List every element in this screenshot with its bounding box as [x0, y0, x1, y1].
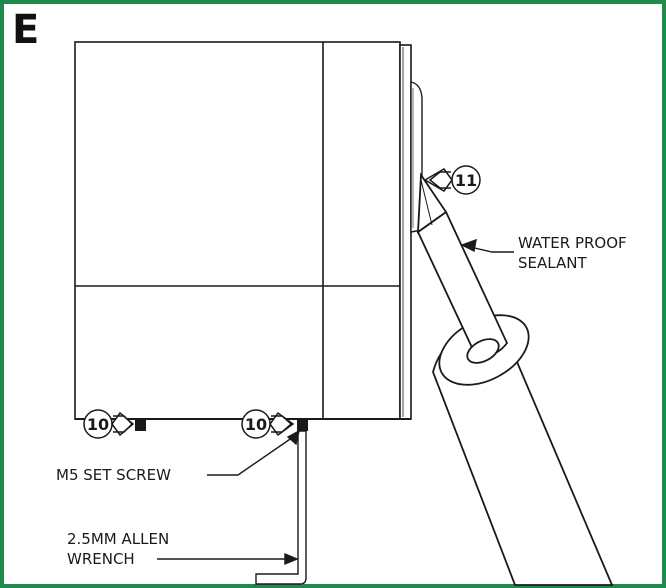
- sealant-label-line1: WATER PROOF: [518, 234, 627, 252]
- cabinet: [74, 41, 412, 420]
- set-screw-leader: [207, 429, 301, 476]
- allen-wrench-label-line1: 2.5MM ALLEN: [67, 530, 170, 548]
- set-screw-right: [297, 419, 308, 431]
- set-screw-label: M5 SET SCREW: [56, 466, 171, 484]
- callout-11: [423, 165, 481, 195]
- allen-wrench-label-line2: WRENCH: [67, 550, 135, 568]
- nozzle-tip: [417, 172, 448, 234]
- side-panel: [399, 44, 412, 420]
- caulk-tube: [416, 172, 614, 586]
- cabinet-outline: [74, 41, 401, 420]
- callout-11-text: 11: [455, 171, 477, 190]
- step-letter: E: [12, 7, 40, 53]
- sealant-label-line2: SEALANT: [518, 254, 587, 272]
- callout-10-right: [241, 409, 295, 439]
- allen-wrench-leader: [157, 552, 299, 566]
- callout-10-left-text: 10: [87, 415, 109, 434]
- sealant-leader: [460, 238, 514, 253]
- allen-wrench: [255, 430, 307, 585]
- callout-10-right-text: 10: [245, 415, 267, 434]
- set-screw-left: [135, 419, 146, 431]
- callout-10-left: [83, 409, 135, 439]
